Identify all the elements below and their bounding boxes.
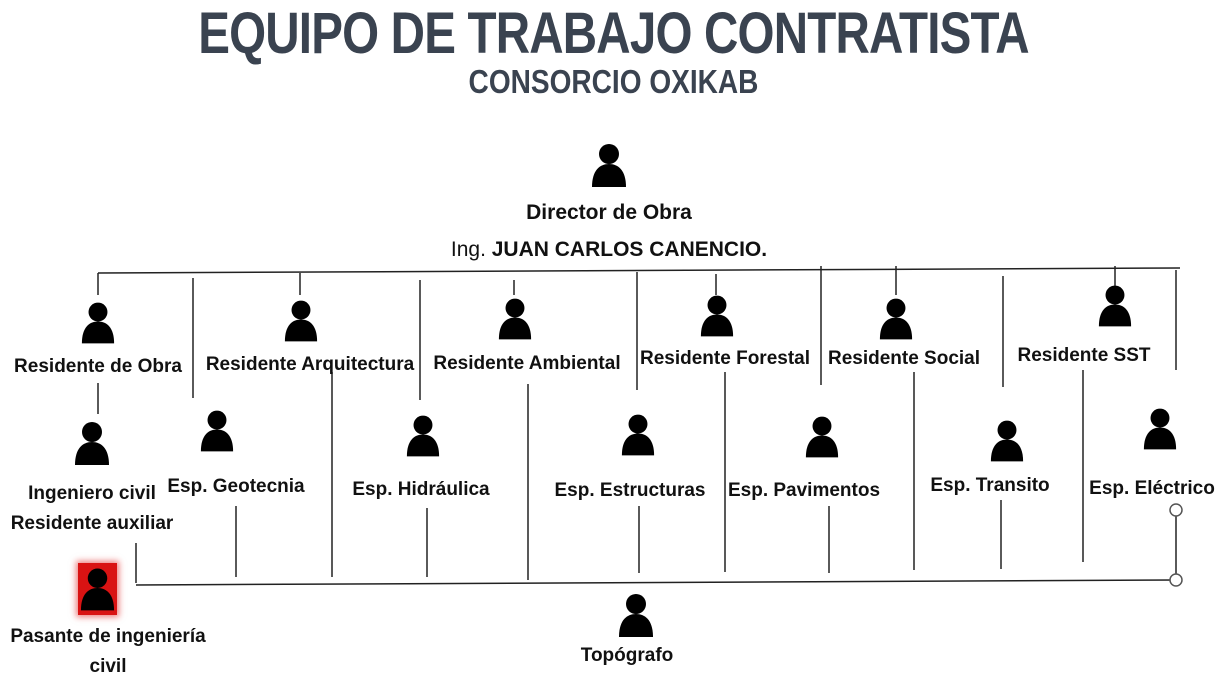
person-icon xyxy=(592,144,626,187)
director-name: Ing. JUAN CARLOS CANENCIO. xyxy=(451,237,767,263)
esp-hidraulica-label: Esp. Hidráulica xyxy=(352,479,490,500)
person-icon xyxy=(406,415,440,457)
person-icon xyxy=(284,300,318,342)
residente-forestal-label: Residente Forestal xyxy=(640,348,810,369)
connector-node xyxy=(1169,503,1183,517)
bottom-connector xyxy=(135,579,1177,586)
person-icon xyxy=(621,414,655,456)
connector-node xyxy=(1169,573,1183,587)
top-connector xyxy=(97,267,1181,274)
person-icon xyxy=(879,298,913,340)
person-icon xyxy=(200,410,234,452)
esp-pavimentos-label: Esp. Pavimentos xyxy=(727,480,881,501)
residente-sst-label: Residente SST xyxy=(1017,345,1151,366)
person-icon xyxy=(81,302,115,344)
person-icon xyxy=(1098,285,1132,327)
person-icon xyxy=(990,420,1024,462)
director-role: Director de Obra xyxy=(526,201,692,224)
person-icon xyxy=(80,568,115,611)
ingeniero-line2: Residente auxiliar xyxy=(10,513,174,534)
residente-ambiental-label: Residente Ambiental xyxy=(433,353,621,374)
esp-geotecnia-label: Esp. Geotecnia xyxy=(167,476,305,497)
person-icon xyxy=(75,422,109,465)
director-fullname: JUAN CARLOS CANENCIO. xyxy=(491,238,768,261)
esp-estructuras-label: Esp. Estructuras xyxy=(554,480,706,501)
residente-obra-label: Residente de Obra xyxy=(14,356,182,377)
esp-transito-label: Esp. Transito xyxy=(930,475,1050,496)
topografo-label: Topógrafo xyxy=(580,645,674,666)
esp-electrico-label: Esp. Eléctrico xyxy=(1089,478,1215,499)
page-subtitle: CONSORCIO OXIKAB xyxy=(468,63,759,100)
residente-arquitectura-label: Residente Arquitectura xyxy=(205,354,415,375)
director-prefix: Ing. xyxy=(450,238,492,261)
residente-social-label: Residente Social xyxy=(827,348,981,369)
person-icon xyxy=(1143,408,1177,450)
page-title: EQUIPO DE TRABAJO CONTRATISTA xyxy=(198,1,1029,66)
ingeniero-line1: Ingeniero civil xyxy=(28,483,156,504)
person-icon xyxy=(619,594,653,637)
pasante-line2: civil xyxy=(89,656,127,677)
pasante-line1: Pasante de ingeniería xyxy=(10,626,206,647)
person-icon xyxy=(805,416,839,458)
person-icon xyxy=(700,295,734,337)
person-icon xyxy=(498,298,532,340)
